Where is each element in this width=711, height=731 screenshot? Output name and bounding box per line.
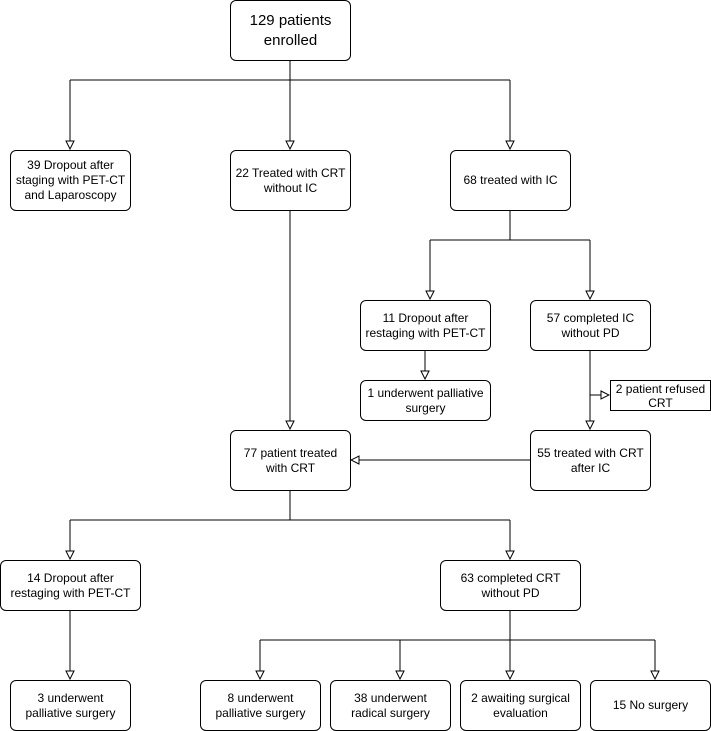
node-treated-ic: 68 treated with IC — [450, 150, 571, 211]
node-completed-crt: 63 completed CRT without PD — [440, 560, 581, 611]
node-palliative-8: 8 underwent palliative surgery — [200, 680, 321, 731]
node-no-surgery-15: 15 No surgery — [590, 680, 711, 731]
node-enrolled: 129 patients enrolled — [230, 0, 351, 61]
node-awaiting-2: 2 awaiting surgical evaluation — [460, 680, 581, 731]
node-palliative-1: 1 underwent palliative surgery — [360, 380, 491, 421]
node-crt-without-ic: 22 Treated with CRT without IC — [230, 150, 351, 211]
node-dropout-restaging-ic: 11 Dropout after restaging with PET-CT — [360, 300, 491, 351]
node-radical-38: 38 underwent radical surgery — [330, 680, 451, 731]
node-crt-after-ic: 55 treated with CRT after IC — [530, 430, 651, 491]
node-palliative-3: 3 underwent palliative surgery — [10, 680, 131, 731]
node-treated-crt: 77 patient treated with CRT — [230, 430, 351, 491]
node-refused-crt: 2 patient refused CRT — [610, 380, 711, 411]
node-dropout-restaging-crt: 14 Dropout after restaging with PET-CT — [0, 560, 141, 611]
node-dropout-staging: 39 Dropout after staging with PET-CT and… — [10, 150, 131, 211]
node-completed-ic: 57 completed IC without PD — [530, 300, 651, 351]
